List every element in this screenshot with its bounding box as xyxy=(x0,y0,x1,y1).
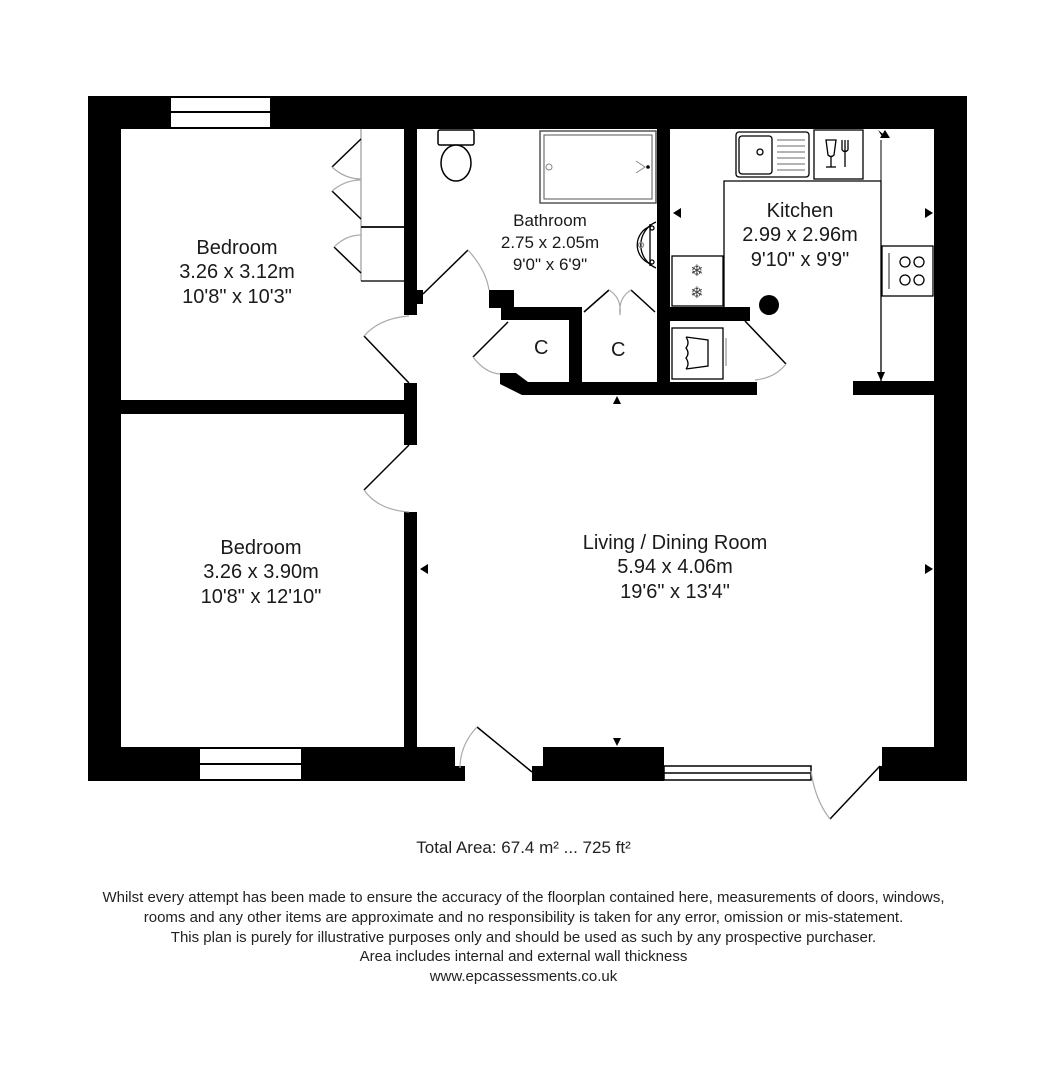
svg-text:❄: ❄ xyxy=(690,285,703,302)
doors xyxy=(363,249,881,820)
cupboard-label-2: C xyxy=(611,339,626,361)
room-metric: 2.99 x 2.96m xyxy=(742,224,858,247)
room-imperial: 10'8" x 10'3" xyxy=(182,285,292,308)
disclaimer-line: This plan is purely for illustrative pur… xyxy=(170,928,877,946)
room-bathroom: Bathroom 2.75 x 2.05m 9'0" x 6'9" xyxy=(468,210,632,276)
room-name: Living / Dining Room xyxy=(582,532,768,554)
window-bedroom2 xyxy=(200,749,301,779)
window-bedroom1 xyxy=(171,98,270,127)
disclaimer-line: Whilst every attempt has been made to en… xyxy=(102,889,945,906)
shower-tray-icon xyxy=(539,130,657,204)
total-area: Total Area: 67.4 m² ... 725 ft² xyxy=(416,838,631,857)
room-kitchen: Kitchen 2.99 x 2.96m 9'10" x 9'9" xyxy=(715,199,885,272)
room-name: Bedroom xyxy=(220,537,302,559)
website-link[interactable]: www.epcassessments.co.uk xyxy=(429,968,618,986)
room-name: Kitchen xyxy=(766,200,834,222)
room-name: Bathroom xyxy=(513,211,587,230)
toilet-icon xyxy=(437,129,475,182)
washing-machine-icon xyxy=(671,327,727,380)
sink-icon xyxy=(735,131,810,178)
room-imperial: 10'8" x 12'10" xyxy=(200,585,322,608)
window-living xyxy=(663,765,812,781)
svg-text:❄: ❄ xyxy=(690,263,703,280)
room-imperial: 9'10" x 9'9" xyxy=(750,248,850,271)
hob-icon xyxy=(881,245,934,297)
disclaimer-line: rooms and any other items are approximat… xyxy=(143,908,904,926)
basin-icon xyxy=(636,221,657,269)
cupboard-label-1: C xyxy=(534,337,549,359)
room-bedroom1: Bedroom 3.26 x 3.12m 10'8" x 10'3" xyxy=(126,236,348,309)
room-name: Bedroom xyxy=(196,237,278,259)
room-metric: 2.75 x 2.05m xyxy=(500,233,600,253)
room-metric: 3.26 x 3.90m xyxy=(203,561,319,584)
dishwasher-icon xyxy=(813,129,864,180)
room-metric: 3.26 x 3.12m xyxy=(179,261,295,284)
boiler-flue-icon xyxy=(759,295,779,315)
room-living-dining: Living / Dining Room 5.94 x 4.06m 19'6" … xyxy=(535,531,815,604)
wardrobe xyxy=(331,129,404,282)
room-imperial: 9'0" x 6'9" xyxy=(512,255,588,275)
room-metric: 5.94 x 4.06m xyxy=(617,556,733,579)
room-imperial: 19'6" x 13'4" xyxy=(620,580,730,603)
room-bedroom2: Bedroom 3.26 x 3.90m 10'8" x 12'10" xyxy=(136,536,386,609)
fridge-freezer-icon: ❄ ❄ xyxy=(671,255,724,307)
interior-walls xyxy=(121,129,934,747)
disclaimer-line: Area includes internal and external wall… xyxy=(359,948,688,966)
dimension-markers xyxy=(420,130,933,746)
disclaimer: Whilst every attempt has been made to en… xyxy=(0,888,1047,987)
